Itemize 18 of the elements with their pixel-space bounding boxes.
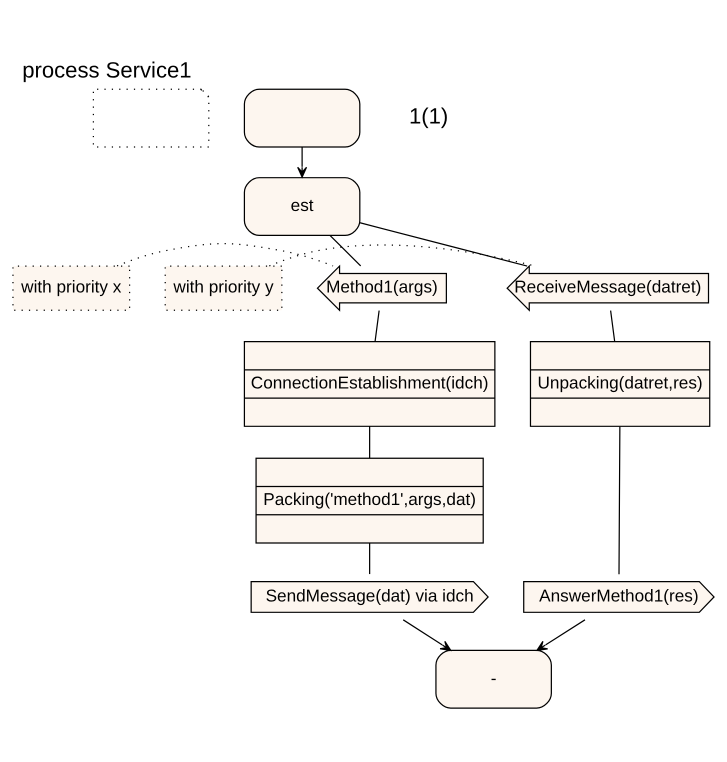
connector [374,310,380,341]
node-oval [244,88,360,148]
node-box: est [244,176,360,236]
node-box: - [435,649,552,708]
connector [369,542,370,574]
arrow [536,618,586,650]
arrow [297,146,308,178]
connector [610,310,616,341]
arrow [402,618,452,650]
connector [618,426,620,574]
node-box: with priority y [164,264,282,310]
label: 1(1) [408,103,448,128]
connector [330,234,362,266]
connector [116,242,334,266]
connector [369,426,370,458]
connector [360,222,528,266]
diagram-title: process Service1 [22,57,192,82]
node-box: with priority x [12,264,130,310]
